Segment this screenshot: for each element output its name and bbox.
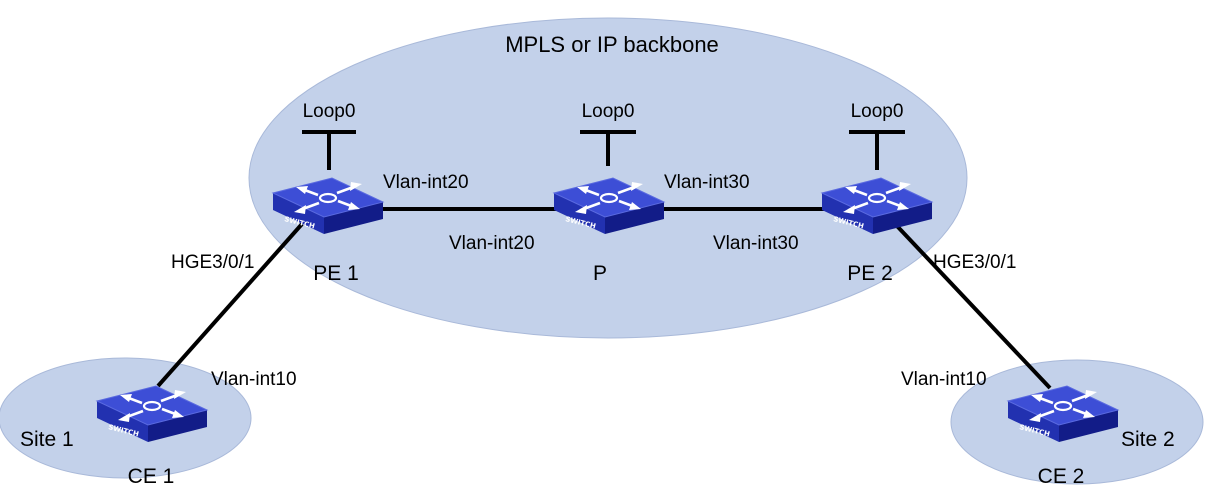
- pe1-loopback-label: Loop0: [303, 101, 356, 122]
- loopback-icon: [849, 130, 905, 170]
- site1-label: Site 1: [20, 428, 74, 451]
- pe1-name: PE 1: [313, 262, 359, 285]
- pe1-to-ce1-interface: HGE3/0/1: [171, 252, 254, 273]
- p-loopback-label: Loop0: [582, 101, 635, 122]
- backbone-cloud: [248, 17, 968, 339]
- ce1-name: CE 1: [128, 465, 175, 488]
- p-name: P: [593, 262, 607, 285]
- ce2-name: CE 2: [1038, 465, 1085, 488]
- ce1-to-pe1-interface: Vlan-int10: [211, 369, 297, 390]
- pe2-to-ce2-interface: HGE3/0/1: [933, 252, 1016, 273]
- pe2-loopback-label: Loop0: [851, 101, 904, 122]
- link-pe2-ce2: [895, 224, 1052, 390]
- link-pe1-ce1: [156, 222, 304, 388]
- site2-label: Site 2: [1121, 428, 1175, 451]
- p-to-pe1-interface: Vlan-int20: [449, 233, 535, 254]
- pe1-to-p-interface: Vlan-int20: [383, 172, 469, 193]
- p-to-pe2-interface: Vlan-int30: [664, 172, 750, 193]
- pe2-name: PE 2: [847, 262, 893, 285]
- pe2-to-p-interface: Vlan-int30: [713, 233, 799, 254]
- ce2-to-pe2-interface: Vlan-int10: [901, 369, 987, 390]
- backbone-title: MPLS or IP backbone: [505, 32, 719, 57]
- loopback-icon: [580, 130, 636, 166]
- loopback-icon: [302, 130, 356, 170]
